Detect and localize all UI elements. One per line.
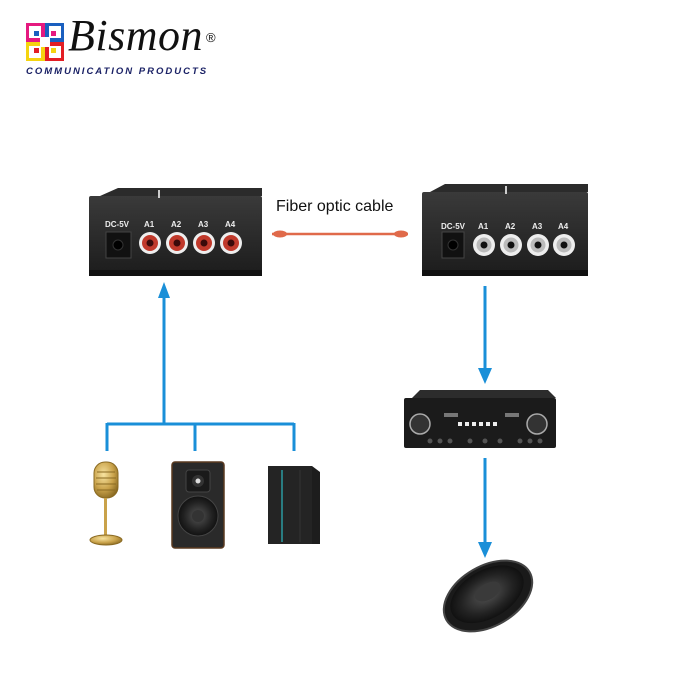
- rx-port-label: A4: [558, 222, 569, 231]
- arrow-down-icon: [478, 542, 492, 558]
- tx-port-label: A4: [225, 220, 236, 229]
- brand-name: Bismon: [68, 11, 203, 60]
- brand-tagline: COMMUNICATION PRODUCTS: [26, 66, 209, 77]
- bookshelf-speaker-icon: [171, 461, 225, 549]
- rx-port-label: A2: [505, 222, 516, 231]
- receiver-device: [422, 184, 588, 276]
- speaker-driver-icon: [442, 559, 534, 633]
- rx-port-label: A1: [478, 222, 489, 231]
- transmitter-device: [89, 188, 262, 276]
- brand-logo-icon: [26, 23, 64, 61]
- rx-power-label: DC-5V: [441, 222, 466, 231]
- microphone-icon: [89, 461, 123, 546]
- amplifier-icon: [404, 390, 556, 448]
- arrow-down-icon: [478, 368, 492, 384]
- arrow-up-icon: [158, 282, 170, 298]
- rx-port-label: A3: [532, 222, 543, 231]
- fiber-cable-label: Fiber optic cable: [276, 198, 394, 215]
- fiber-optic-cable: [272, 230, 408, 238]
- input-arrows: [105, 296, 296, 451]
- tx-port-label: A3: [198, 220, 209, 229]
- registered-mark: ®: [206, 30, 216, 45]
- tx-port-label: A1: [144, 220, 155, 229]
- pc-tower-icon: [268, 466, 320, 544]
- tx-power-label: DC-5V: [105, 220, 130, 229]
- tx-port-label: A2: [171, 220, 182, 229]
